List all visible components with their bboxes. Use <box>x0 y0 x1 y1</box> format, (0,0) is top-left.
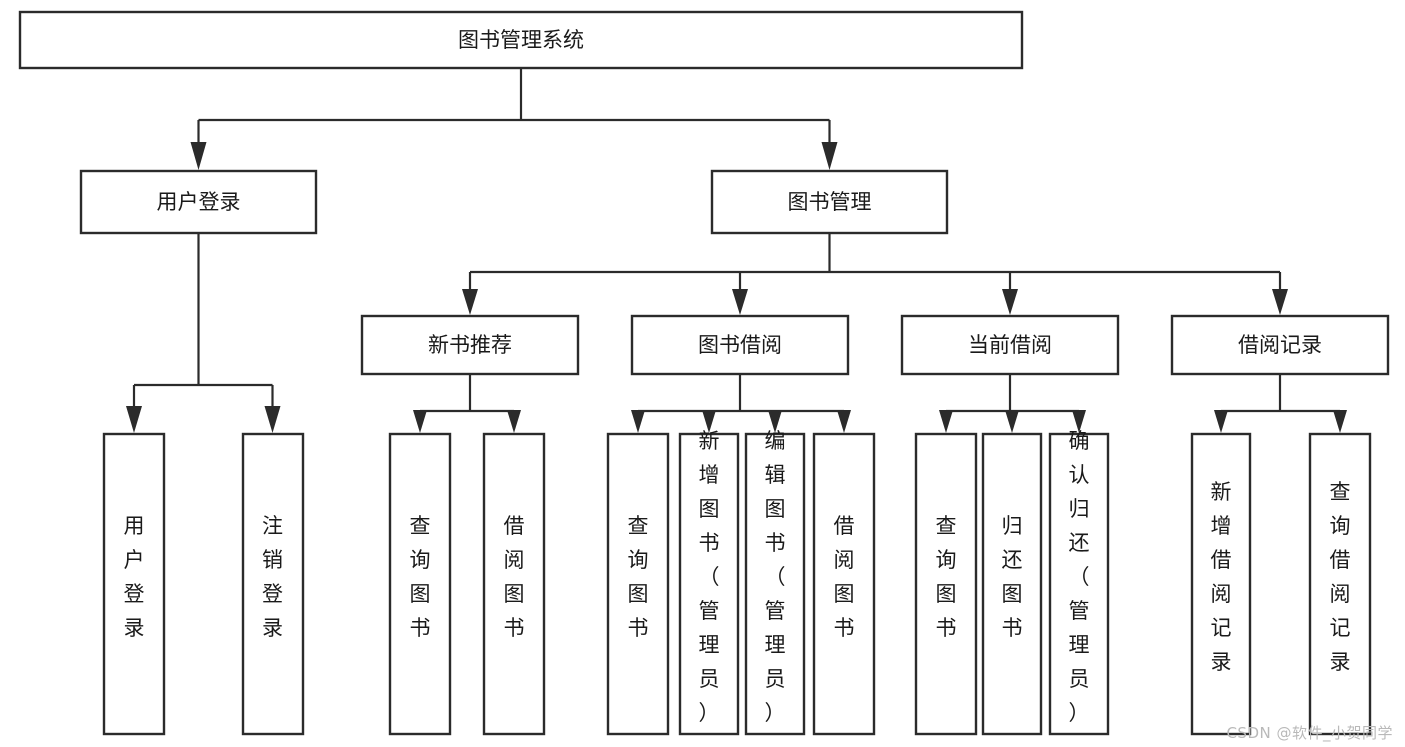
node-new-book-recommend[interactable]: 新书推荐 <box>360 314 580 376</box>
node-leaf-query-borrow-record-box[interactable] <box>1308 432 1372 736</box>
node-current-borrow[interactable]: 当前借阅 <box>900 314 1120 376</box>
node-leaf-user-login-box[interactable] <box>102 432 166 736</box>
arrow-head-bookborrow-leaf-4 <box>837 410 851 433</box>
node-leaf-confirm-return-admin-label: 确认归还（管理员） <box>1069 429 1090 725</box>
node-leaf-user-login-label: 用户登录 <box>124 514 145 640</box>
arrow-head-new-book-rec <box>462 289 478 315</box>
node-leaf-borrow-book-1-label: 借阅图书 <box>504 514 525 640</box>
node-leaf-query-book-3-label: 查询图书 <box>936 514 957 640</box>
node-current-borrow-label: 当前借阅 <box>968 333 1052 357</box>
node-leaf-logout-label: 注销登录 <box>262 514 283 640</box>
arrow-head-book-borrow <box>732 289 748 315</box>
node-leaf-logout-box[interactable] <box>241 432 305 736</box>
node-leaf-add-book-admin-box[interactable] <box>678 432 740 736</box>
node-leaf-borrow-book-2-label: 借阅图书 <box>834 514 855 640</box>
arrow-head-borrowrecord-leaf-2 <box>1333 410 1347 433</box>
node-leaf-add-book-admin[interactable]: 新增图书（管理员） <box>678 429 740 736</box>
arrow-head-currentborrow-leaf-1 <box>939 410 953 433</box>
node-leaf-query-book-3-box[interactable] <box>914 432 978 736</box>
node-leaf-user-login[interactable]: 用户登录 <box>102 432 166 736</box>
arrow-head-leaf-user-login <box>126 406 142 433</box>
node-current-borrow-box[interactable] <box>900 314 1120 376</box>
arrow-head-bookborrow-leaf-1 <box>631 410 645 433</box>
node-leaf-query-borrow-record-label: 查询借阅记录 <box>1330 480 1351 674</box>
node-leaf-edit-book-admin-label: 编辑图书（管理员） <box>765 429 786 725</box>
node-leaf-borrow-book-2[interactable]: 借阅图书 <box>812 432 876 736</box>
node-leaf-add-borrow-record[interactable]: 新增借阅记录 <box>1190 432 1252 736</box>
node-leaf-query-book-2-box[interactable] <box>606 432 670 736</box>
arrow-head-newbook-leaf-2 <box>507 410 521 433</box>
node-book-borrow-box[interactable] <box>630 314 850 376</box>
node-book-management-box[interactable] <box>710 169 949 235</box>
node-leaf-logout[interactable]: 注销登录 <box>241 432 305 736</box>
arrow-head-user-login <box>190 142 207 170</box>
node-leaf-return-book-label: 归还图书 <box>1002 514 1023 640</box>
node-leaf-return-book[interactable]: 归还图书 <box>981 432 1043 736</box>
node-new-book-recommend-box[interactable] <box>360 314 580 376</box>
node-leaf-query-book-2-label: 查询图书 <box>628 514 649 640</box>
node-leaf-confirm-return-admin[interactable]: 确认归还（管理员） <box>1048 429 1110 736</box>
node-leaf-query-book-1-label: 查询图书 <box>410 514 431 640</box>
node-book-borrow[interactable]: 图书借阅 <box>630 314 850 376</box>
arrow-head-book-manage <box>821 142 838 170</box>
node-book-borrow-label: 图书借阅 <box>698 333 782 357</box>
arrow-head-borrowrecord-leaf-1 <box>1214 410 1228 433</box>
arrow-head-currentborrow-leaf-2 <box>1005 410 1019 433</box>
node-leaf-query-book-1-box[interactable] <box>388 432 452 736</box>
node-leaf-edit-book-admin[interactable]: 编辑图书（管理员） <box>744 429 806 736</box>
arrow-head-bookborrow-leaf-2 <box>702 410 716 433</box>
node-leaf-query-book-2[interactable]: 查询图书 <box>606 432 670 736</box>
node-new-book-recommend-label: 新书推荐 <box>428 333 512 357</box>
node-user-login-box[interactable] <box>79 169 318 235</box>
node-leaf-confirm-return-admin-box[interactable] <box>1048 432 1110 736</box>
node-book-management[interactable]: 图书管理 <box>710 169 949 235</box>
arrow-head-currentborrow-leaf-3 <box>1072 410 1086 433</box>
node-book-management-label: 图书管理 <box>788 190 872 214</box>
arrow-head-leaf-logout <box>264 406 281 433</box>
node-root-box[interactable] <box>18 10 1024 70</box>
node-leaf-add-borrow-record-label: 新增借阅记录 <box>1211 480 1232 674</box>
node-leaf-query-book-1[interactable]: 查询图书 <box>388 432 452 736</box>
node-leaf-query-book-3[interactable]: 查询图书 <box>914 432 978 736</box>
node-root[interactable]: 图书管理系统 <box>18 10 1024 70</box>
node-leaf-edit-book-admin-box[interactable] <box>744 432 806 736</box>
node-leaf-borrow-book-1[interactable]: 借阅图书 <box>482 432 546 736</box>
node-borrow-record-box[interactable] <box>1170 314 1390 376</box>
node-leaf-add-borrow-record-box[interactable] <box>1190 432 1252 736</box>
connector-layer <box>126 68 1347 433</box>
arrow-head-bookborrow-leaf-3 <box>768 410 782 433</box>
node-leaf-add-book-admin-label: 新增图书（管理员） <box>699 429 720 725</box>
node-root-label: 图书管理系统 <box>458 28 584 52</box>
node-borrow-record-label: 借阅记录 <box>1238 333 1322 357</box>
node-leaf-borrow-book-2-box[interactable] <box>812 432 876 736</box>
node-leaf-borrow-book-1-box[interactable] <box>482 432 546 736</box>
node-user-login-label: 用户登录 <box>157 190 241 214</box>
node-user-login[interactable]: 用户登录 <box>79 169 318 235</box>
node-borrow-record[interactable]: 借阅记录 <box>1170 314 1390 376</box>
arrow-head-borrow-record <box>1272 289 1288 315</box>
arrow-head-newbook-leaf-1 <box>413 410 427 433</box>
node-leaf-return-book-box[interactable] <box>981 432 1043 736</box>
arrow-head-current-borrow <box>1002 289 1018 315</box>
node-leaf-query-borrow-record[interactable]: 查询借阅记录 <box>1308 432 1372 736</box>
